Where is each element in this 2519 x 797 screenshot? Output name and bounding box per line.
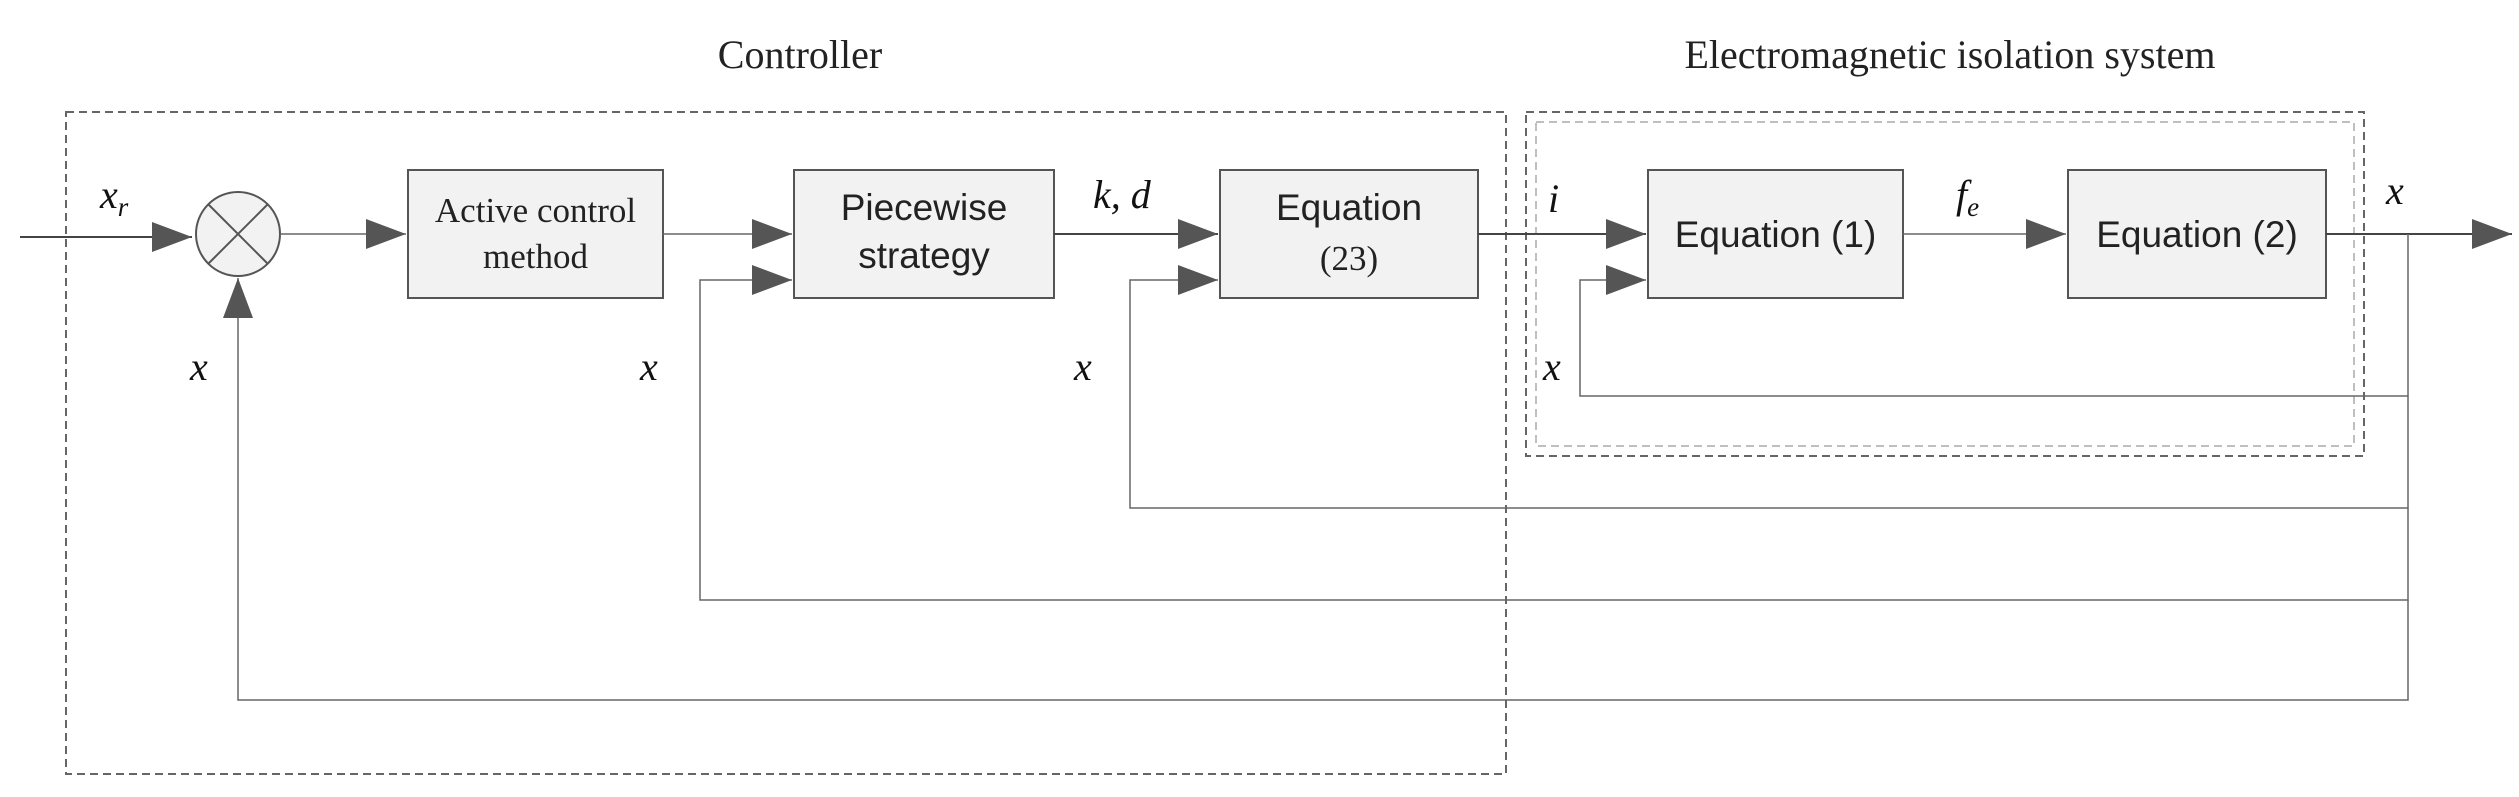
piecewise-strategy-block: Piecewise strategy	[793, 169, 1055, 299]
equation23-label-line2: (23)	[1320, 239, 1378, 278]
junction-feedback-label: x	[189, 344, 208, 389]
reference-signal-base: x	[99, 172, 118, 217]
active-control-method-block: Active control method	[407, 169, 664, 299]
piecewise-feedback-label: x	[639, 344, 658, 389]
force-signal-sub: e	[1967, 192, 1979, 222]
equation23-feedback-label: x	[1073, 344, 1092, 389]
force-signal-label: fe	[1956, 172, 1979, 222]
gains-signal-label: k, d	[1093, 172, 1152, 217]
plant-group-border-inner	[1535, 121, 2355, 447]
equation-23-block: Equation (23)	[1219, 169, 1479, 299]
active-control-label-line1: Active control	[435, 191, 636, 230]
feedback-to-equation23	[1129, 265, 2409, 509]
equation-2-block: Equation (2)	[2067, 169, 2327, 299]
feedback-to-piecewise	[699, 265, 2409, 601]
piecewise-label-line2: strategy	[858, 235, 990, 276]
equation1-feedback-label: x	[1542, 344, 1561, 389]
reference-signal-label: xr	[99, 172, 129, 222]
current-signal-label: i	[1548, 176, 1559, 221]
plant-group-border-outer	[1525, 111, 2365, 457]
feedback-to-junction	[223, 278, 2409, 701]
plant-title: Electromagnetic isolation system	[1685, 32, 2216, 77]
equation23-label-line1: Equation	[1276, 187, 1422, 228]
feedback-to-equation1	[1579, 234, 2409, 397]
equation1-label: Equation (1)	[1675, 214, 1877, 255]
equation-1-block: Equation (1)	[1647, 169, 1904, 299]
piecewise-label-line1: Piecewise	[841, 187, 1008, 228]
summing-junction	[195, 191, 281, 277]
controller-title: Controller	[718, 32, 882, 77]
equation2-label: Equation (2)	[2096, 214, 2298, 255]
active-control-label-line2: method	[483, 237, 588, 276]
output-signal-label: x	[2385, 168, 2404, 213]
reference-signal-sub: r	[118, 192, 129, 222]
controller-group-border	[65, 111, 1507, 775]
